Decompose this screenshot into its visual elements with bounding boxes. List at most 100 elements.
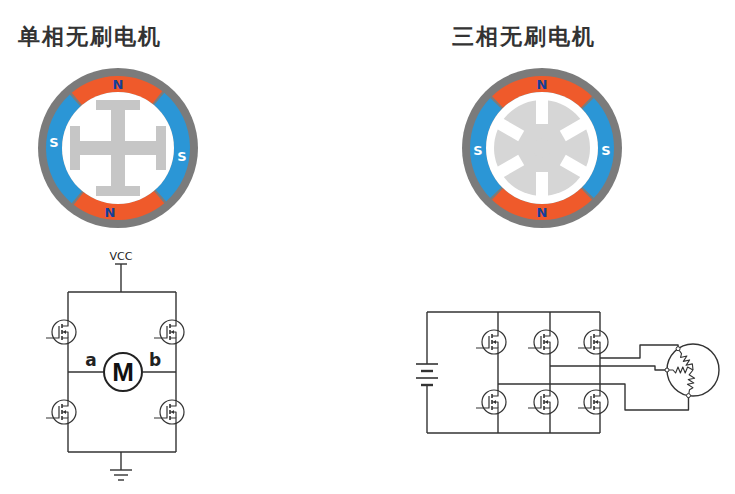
mosfet-symbol-part — [160, 400, 184, 424]
pole-letter: S — [49, 136, 58, 149]
single-phase-motor-section-part — [96, 100, 140, 110]
mosfet-symbol-part — [170, 400, 176, 406]
mosfet-symbol-part — [154, 406, 167, 418]
pole-letter: S — [473, 144, 482, 157]
h-bridge-wiring-part — [68, 451, 176, 452]
three-phase-motor-symbol-part — [678, 349, 693, 370]
mosfet-symbol — [578, 330, 608, 354]
three-phase-motor-section-part — [462, 68, 622, 228]
three-phase-motor-symbol-part — [667, 344, 719, 396]
mosfet-symbol-part — [594, 348, 600, 354]
mosfet-symbol-part — [593, 400, 595, 404]
mosfet-symbol-part — [160, 320, 184, 344]
mosfet-symbol-part — [584, 390, 608, 414]
mosfet-symbol-part — [543, 400, 545, 404]
pole-letter: N — [537, 206, 548, 219]
mosfet-symbol — [154, 400, 184, 424]
mosfet-symbol-part — [595, 400, 598, 404]
mosfet-symbol-part — [61, 336, 63, 340]
mosfet-symbol-part — [594, 330, 600, 336]
mosfet-symbol-part — [593, 406, 595, 410]
mosfet-symbol-part — [62, 320, 68, 326]
mosfet-symbol-part — [61, 324, 63, 328]
mosfet-symbol-part — [492, 330, 498, 336]
mosfet-symbol-part — [476, 396, 489, 408]
mosfet-symbol — [528, 390, 558, 414]
ground-symbol-part — [114, 474, 128, 475]
mosfet-symbol-part — [578, 396, 591, 408]
mosfet-symbol-part — [62, 418, 68, 424]
mosfet-symbol-part — [46, 406, 59, 418]
mosfet-symbol-part — [493, 400, 496, 404]
mosfet-symbol-part — [491, 394, 493, 398]
h-bridge-wiring-part — [68, 371, 103, 372]
mosfet-symbol — [578, 390, 608, 414]
single-phase-motor-section-part — [38, 68, 198, 228]
mosfet-symbol-part — [63, 410, 66, 414]
mosfet-symbol-part — [63, 330, 66, 334]
h-bridge-wiring-part — [68, 291, 176, 292]
single-phase-motor-section — [38, 68, 198, 228]
three-phase-motor-symbol-part — [676, 347, 680, 351]
mosfet-symbol-part — [543, 346, 545, 350]
three-phase-motor-section-part — [532, 138, 552, 158]
ground-symbol-part — [118, 479, 124, 480]
battery-symbol-part — [416, 363, 438, 365]
terminal-label: b — [149, 350, 161, 370]
single-phase-motor-section-part — [96, 186, 140, 196]
heading: 单相无刷电机 — [18, 22, 162, 52]
mosfet-symbol-part — [476, 336, 489, 348]
mosfet-symbol — [476, 330, 506, 354]
three-phase-motor-symbol-part — [687, 370, 694, 396]
phase-wiring-part — [498, 384, 688, 410]
h-bridge-wiring-part — [120, 264, 121, 292]
single-phase-motor-section-part — [70, 126, 80, 170]
mosfet-symbol-part — [493, 340, 496, 344]
three-phase-motor-symbol-part — [686, 394, 690, 398]
three-phase-motor-section-part — [536, 98, 548, 124]
mosfet-symbol-part — [543, 394, 545, 398]
mosfet-symbol-part — [492, 390, 498, 396]
mosfet-symbol-part — [544, 348, 550, 354]
mosfet-symbol-part — [169, 330, 171, 334]
mosfet-symbol-part — [169, 410, 171, 414]
mosfet-symbol-part — [544, 330, 550, 336]
three-phase-motor-section-part — [486, 92, 598, 204]
battery-symbol-part — [421, 370, 433, 372]
inverter-wiring-part — [426, 385, 427, 433]
mosfet-symbol — [46, 400, 76, 424]
mosfet-symbol-part — [169, 404, 171, 408]
mosfet-symbol-part — [492, 408, 498, 414]
mosfet-symbol-part — [170, 418, 176, 424]
mosfet-symbol-part — [62, 338, 68, 344]
pole-letter: S — [177, 150, 186, 163]
mosfet-symbol-part — [544, 408, 550, 414]
pole-letter: S — [601, 144, 610, 157]
single-phase-motor-section-part — [72, 141, 164, 155]
mosfet-symbol-part — [482, 330, 506, 354]
mosfet-symbol-part — [593, 346, 595, 350]
three-phase-motor-section — [462, 68, 622, 228]
phase-wiring-part — [550, 366, 667, 370]
battery-symbol-part — [421, 384, 433, 386]
heading: 三相无刷电机 — [452, 22, 596, 52]
mosfet-symbol-part — [594, 408, 600, 414]
mosfet-symbol-part — [169, 324, 171, 328]
mosfet-symbol-part — [593, 334, 595, 338]
three-phase-motor-symbol-part — [665, 368, 669, 372]
mosfet-symbol — [528, 330, 558, 354]
inverter-wiring — [427, 312, 600, 433]
mosfet-symbol-part — [61, 404, 63, 408]
mosfet-symbol-part — [534, 390, 558, 414]
h-bridge-wiring-part — [120, 452, 121, 470]
pole-letter: N — [113, 78, 124, 91]
single-phase-motor-section-part — [62, 92, 174, 204]
h-bridge-wiring-part — [143, 371, 176, 372]
mosfet-symbol-part — [169, 416, 171, 420]
mosfet-symbol-part — [545, 400, 548, 404]
mosfet-symbol-part — [52, 320, 76, 344]
three-phase-motor-section-part — [496, 155, 525, 178]
phase-wiring — [498, 345, 688, 410]
